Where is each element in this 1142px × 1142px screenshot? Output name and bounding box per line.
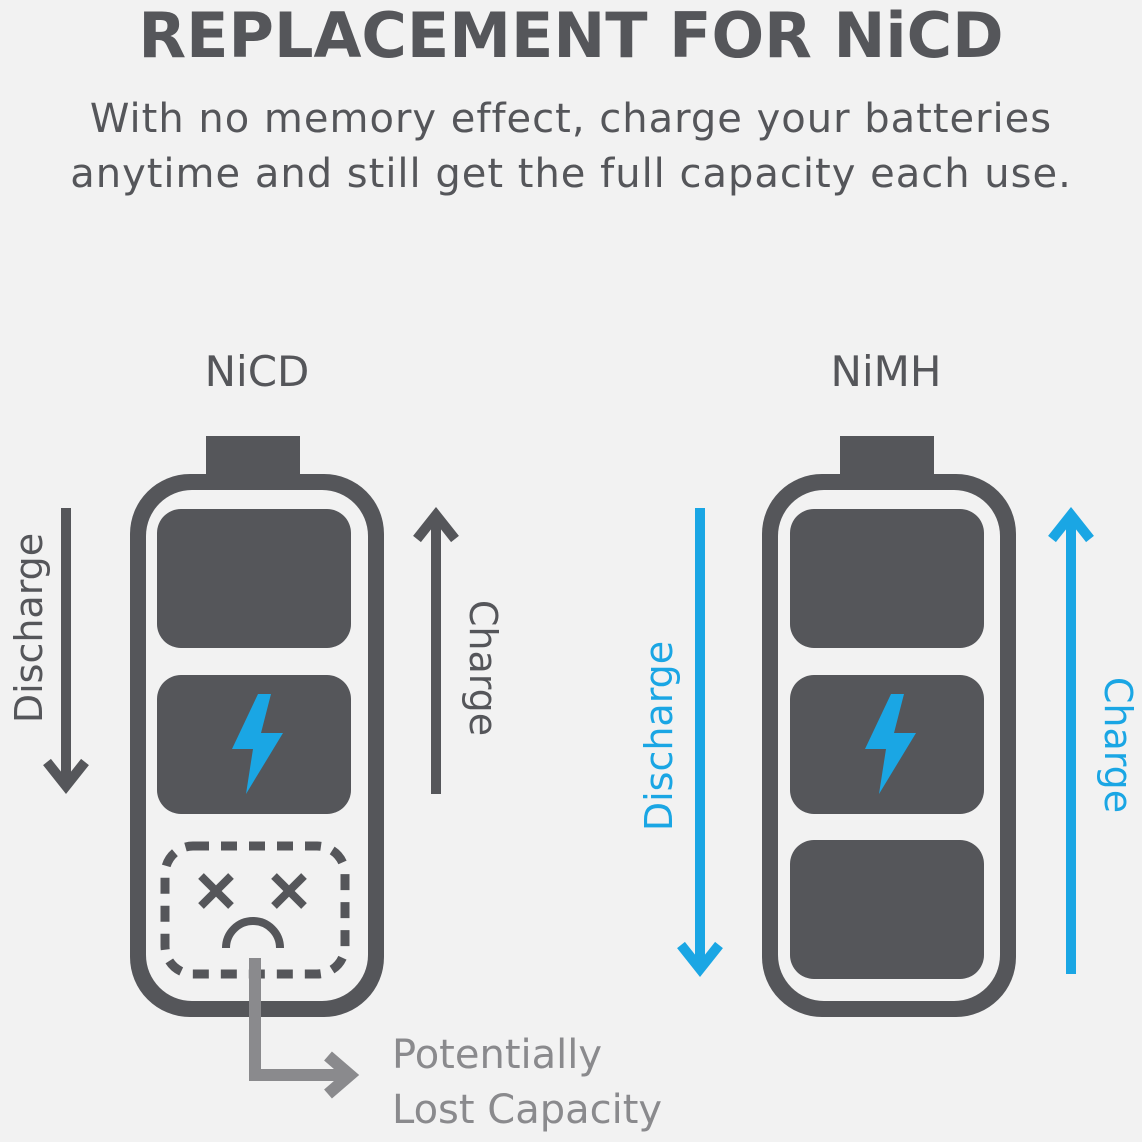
- nimh-discharge-arrow: [677, 508, 723, 978]
- lost-capacity-label-line-1: Potentially: [392, 1032, 602, 1078]
- nicd-discharge-label: Discharge: [7, 533, 51, 723]
- nimh-discharge-label: Discharge: [637, 641, 681, 831]
- nimh-charge-arrow: [1048, 506, 1094, 974]
- nicd-charge-arrow: [413, 506, 459, 794]
- nicd-discharge-arrow: [43, 508, 89, 795]
- nimh-battery-group: NiMH Discharge Charge: [637, 347, 1140, 1017]
- nicd-label: NiCD: [205, 347, 310, 396]
- lightning-bolt-icon: [865, 694, 916, 794]
- lightning-bolt-icon: [232, 694, 283, 794]
- nicd-battery-group: NiCD Discharge Charge: [7, 347, 662, 1133]
- dead-face-icon: [198, 873, 307, 949]
- nimh-charge-label: Charge: [1096, 677, 1140, 813]
- nicd-charge-label: Charge: [461, 600, 505, 736]
- nimh-battery-terminal: [840, 436, 934, 476]
- nimh-label: NiMH: [831, 347, 942, 396]
- page-title: REPLACEMENT FOR NiCD: [138, 0, 1004, 72]
- nimh-cell-top: [790, 509, 984, 648]
- nicd-battery-terminal: [206, 436, 300, 476]
- subtitle-line-1: With no memory effect, charge your batte…: [89, 96, 1053, 142]
- lost-capacity-callout-arrow: [249, 958, 360, 1099]
- subtitle-line-2: anytime and still get the full capacity …: [70, 151, 1072, 197]
- nimh-cell-bottom: [790, 840, 984, 979]
- page-subtitle: With no memory effect, charge your batte…: [0, 92, 1142, 202]
- nicd-cell-top: [157, 509, 351, 648]
- lost-capacity-label-line-2: Lost Capacity: [392, 1087, 662, 1133]
